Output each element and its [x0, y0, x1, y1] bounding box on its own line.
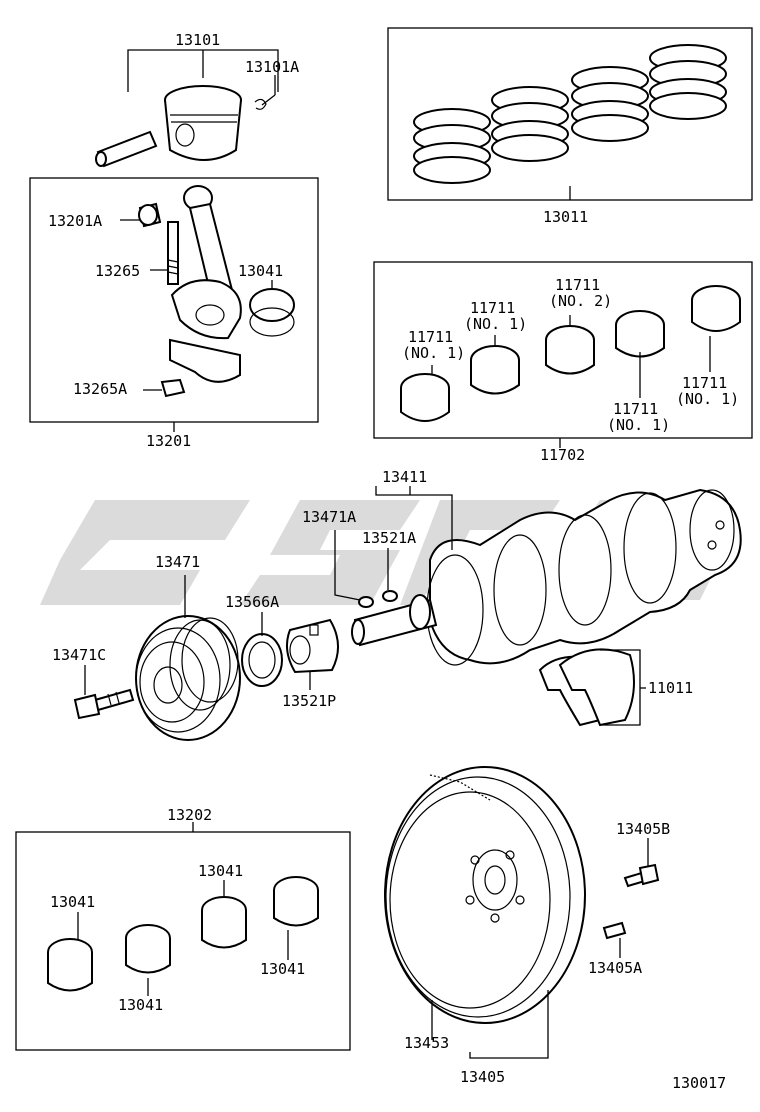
label-13411: 13411	[382, 468, 427, 486]
crank-key-a	[358, 596, 374, 608]
rod-cap	[169, 338, 241, 383]
crank-key-b	[382, 590, 398, 602]
label-13101A: 13101A	[245, 58, 299, 76]
crank-pulley	[135, 615, 241, 741]
label-11711-b: 11711	[470, 299, 515, 317]
crank-pin-bearing-box	[15, 831, 351, 1051]
label-13202: 13202	[167, 806, 212, 824]
pulley-bolt	[73, 688, 135, 720]
snap-ring	[254, 98, 267, 110]
label-13453: 13453	[404, 1034, 449, 1052]
label-13405A: 13405A	[588, 959, 642, 977]
label-13041-b: 13041	[198, 862, 243, 880]
label-11711-d: 11711	[613, 400, 658, 418]
piston-group	[95, 49, 279, 168]
label-13521A: 13521A	[362, 529, 416, 547]
flywheel	[384, 766, 586, 1024]
label-11702: 11702	[540, 446, 585, 464]
label-13201A: 13201A	[48, 212, 102, 230]
label-11711-a: 11711	[408, 328, 453, 346]
label-13566A: 13566A	[225, 593, 279, 611]
label-13041-c: 13041	[118, 996, 163, 1014]
label-11011: 11011	[648, 679, 693, 697]
crankshaft	[351, 488, 742, 666]
rod-bearing	[249, 288, 295, 322]
label-11711-e: 11711	[682, 374, 727, 392]
label-13405B: 13405B	[616, 820, 670, 838]
flywheel-bolt	[623, 863, 660, 888]
label-13041-d: 13041	[260, 960, 305, 978]
label-13041-a: 13041	[50, 893, 95, 911]
label-11711-a-sub: (NO. 1)	[402, 344, 465, 362]
label-11711-d-sub: (NO. 1)	[607, 416, 670, 434]
label-13041-rod: 13041	[238, 262, 283, 280]
label-11711-e-sub: (NO. 1)	[676, 390, 739, 408]
label-11711-c-sub: (NO. 2)	[549, 292, 612, 310]
rod-bolt	[167, 221, 179, 285]
diagram-code: 130017	[672, 1074, 726, 1092]
connecting-rod	[138, 185, 295, 398]
thrust-washers	[538, 648, 635, 727]
label-11711-c: 11711	[555, 276, 600, 294]
label-11711-b-sub: (NO. 1)	[464, 315, 527, 333]
part-labels: 13101 13101A 13011 13201A 13265 13041 13…	[48, 31, 739, 1092]
label-13201: 13201	[146, 432, 191, 450]
label-13471A: 13471A	[302, 508, 356, 526]
label-13521P: 13521P	[282, 692, 336, 710]
main-bearings	[400, 285, 741, 422]
crank-pin-bearings	[47, 876, 319, 992]
label-13471: 13471	[155, 553, 200, 571]
main-bearing-box	[373, 261, 753, 439]
label-13265: 13265	[95, 262, 140, 280]
label-13265A: 13265A	[73, 380, 127, 398]
piston-rings	[413, 44, 727, 184]
label-13011: 13011	[543, 208, 588, 226]
dowel-pin	[602, 921, 627, 940]
label-13101: 13101	[175, 31, 220, 49]
timing-gear	[285, 618, 339, 674]
rod-nut	[160, 378, 186, 398]
label-13405: 13405	[460, 1068, 505, 1086]
label-13471C: 13471C	[52, 646, 106, 664]
